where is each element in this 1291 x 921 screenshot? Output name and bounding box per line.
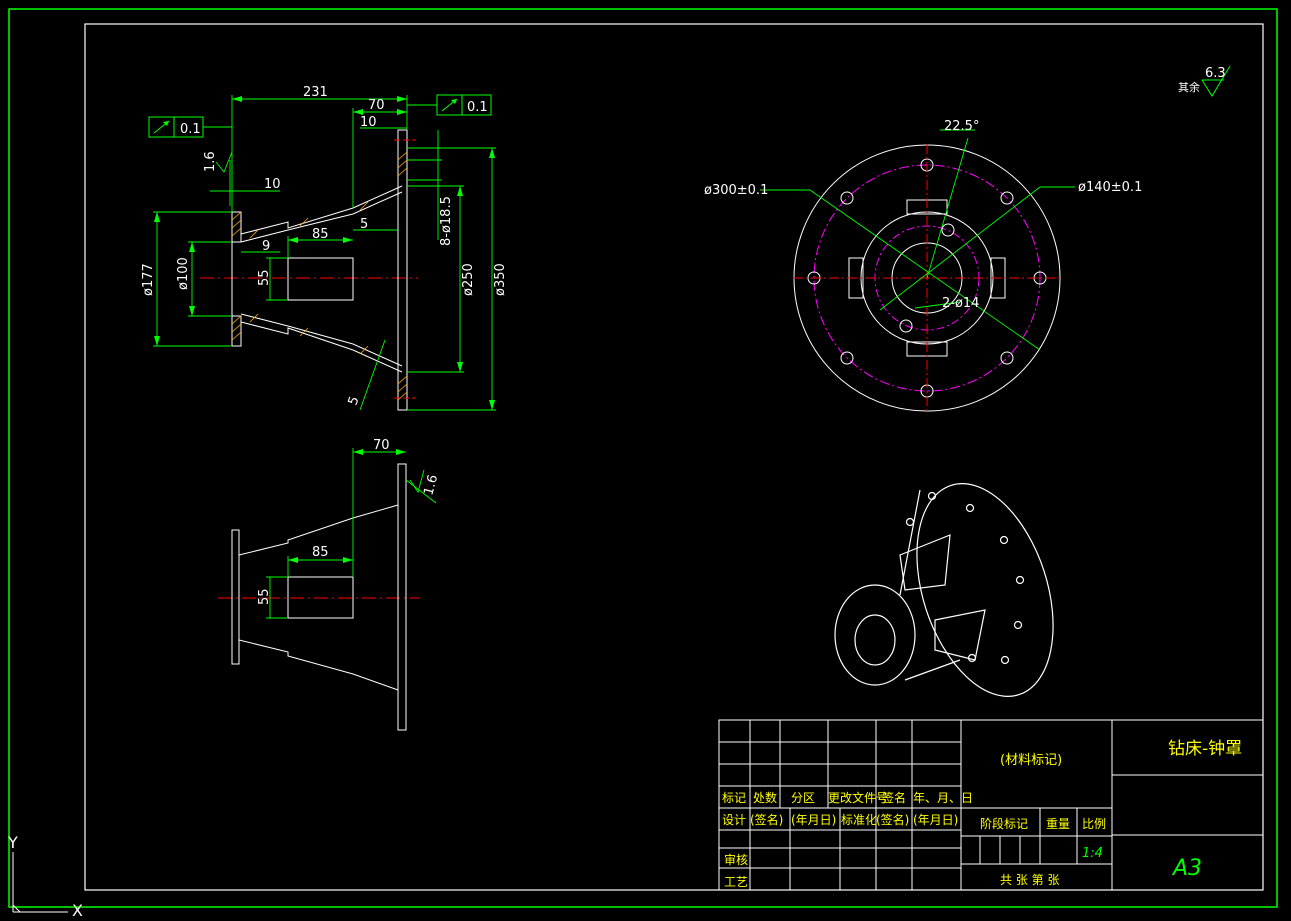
design-col-3: (年月日) [791, 813, 836, 827]
review-label: 审核 [724, 852, 748, 867]
dim-flange-thickness: 10 [360, 115, 377, 130]
cone-upper-inner [240, 191, 403, 243]
ratio-label: 比例 [1082, 817, 1106, 831]
slot-window [287, 257, 354, 301]
design-col-1: 设计 [722, 813, 746, 827]
mark-col-2: 处数 [753, 790, 777, 805]
material-mark: (材料标记) [1000, 753, 1062, 768]
design-col-6: (年月日) [913, 813, 958, 827]
sheet-border [8, 8, 1278, 908]
dim-wall-thickness: 5 [360, 217, 368, 232]
cone-lower-outer [240, 321, 403, 373]
mark-col-4: 更改文件号 [828, 790, 888, 805]
ucs-icon [12, 852, 68, 913]
cone-lower-inner [240, 313, 403, 367]
design-col-5: (签名) [876, 812, 909, 827]
mark-col-5: 签名 [882, 790, 906, 805]
right-flange [397, 129, 408, 411]
design-col-4: 标准化 [841, 813, 877, 827]
part-name: 钻床-钟罩 [1168, 739, 1242, 759]
tolerance-left-value: 0.1 [180, 122, 201, 137]
sheet-size: A3 [1171, 856, 1202, 881]
dim-holes: 8-ø18.5 [439, 196, 454, 246]
isometric-view [834, 483, 1054, 697]
dim-roughness-front: 1.6 [203, 151, 218, 172]
dim-flange-offset: 70 [368, 98, 385, 113]
dim-slot-width: 55 [257, 269, 272, 286]
dim-dia-350: ø350 [493, 263, 508, 296]
surface-note: 其余 6.3 [1178, 65, 1231, 97]
dim-dia-100: ø100 [176, 257, 191, 290]
tolerance-right-value: 0.1 [467, 100, 488, 115]
dim-overall-length: 231 [303, 85, 328, 100]
bottom-dim-flange-offset: 70 [373, 438, 390, 453]
bottom-dim-roughness: 1.6 [421, 473, 441, 497]
mark-col-6: 年、月、日 [913, 791, 973, 805]
ucs-x-label: X [72, 901, 83, 920]
bottom-slot-window [287, 576, 354, 619]
front-section-view: 0.1 0.1 231 70 10 10 9 85 5 5 1.6 ø177 ø… [141, 85, 508, 411]
dim-left-flange-thickness: 10 [264, 177, 281, 192]
tolerance-frame-left: 0.1 [148, 116, 232, 138]
dia-300-label: ø300±0.1 [704, 183, 768, 198]
weight-label: 重量 [1046, 817, 1070, 831]
bottom-view: 70 85 55 1.6 [218, 438, 441, 731]
surface-note-value: 6.3 [1205, 66, 1226, 81]
cone-upper-outer [240, 185, 403, 235]
dim-dia-250: ø250 [461, 263, 476, 296]
drawing-frame [84, 23, 1264, 891]
tolerance-frame-right: 0.1 [407, 94, 492, 116]
mark-col-3: 分区 [791, 791, 815, 805]
ucs-y-label: Y [7, 833, 18, 852]
sheets-label: 共 张 第 张 [1000, 873, 1059, 887]
dim-chamfer: 5 [346, 394, 363, 407]
dia-140-label: ø140±0.1 [1078, 180, 1142, 195]
angle-label: 22.5° [944, 119, 979, 134]
dim-step: 9 [262, 239, 270, 254]
design-col-2: (签名) [750, 812, 783, 827]
holes-label: 2-ø14 [942, 296, 979, 311]
bottom-dim-slot-width: 55 [257, 588, 272, 605]
dim-slot-length: 85 [312, 227, 329, 242]
side-view: 22.5° ø300±0.1 ø140±0.1 2-ø14 [704, 119, 1142, 412]
scale-value: 1:4 [1082, 846, 1103, 861]
mark-col-1: 标记 [722, 791, 746, 805]
title-block [718, 719, 1264, 891]
stage-mark-label: 阶段标记 [980, 816, 1028, 831]
process-label: 工艺 [724, 875, 748, 889]
surface-note-label: 其余 [1178, 80, 1200, 94]
bottom-dim-slot-length: 85 [312, 545, 329, 560]
dim-dia-177: ø177 [141, 263, 156, 296]
